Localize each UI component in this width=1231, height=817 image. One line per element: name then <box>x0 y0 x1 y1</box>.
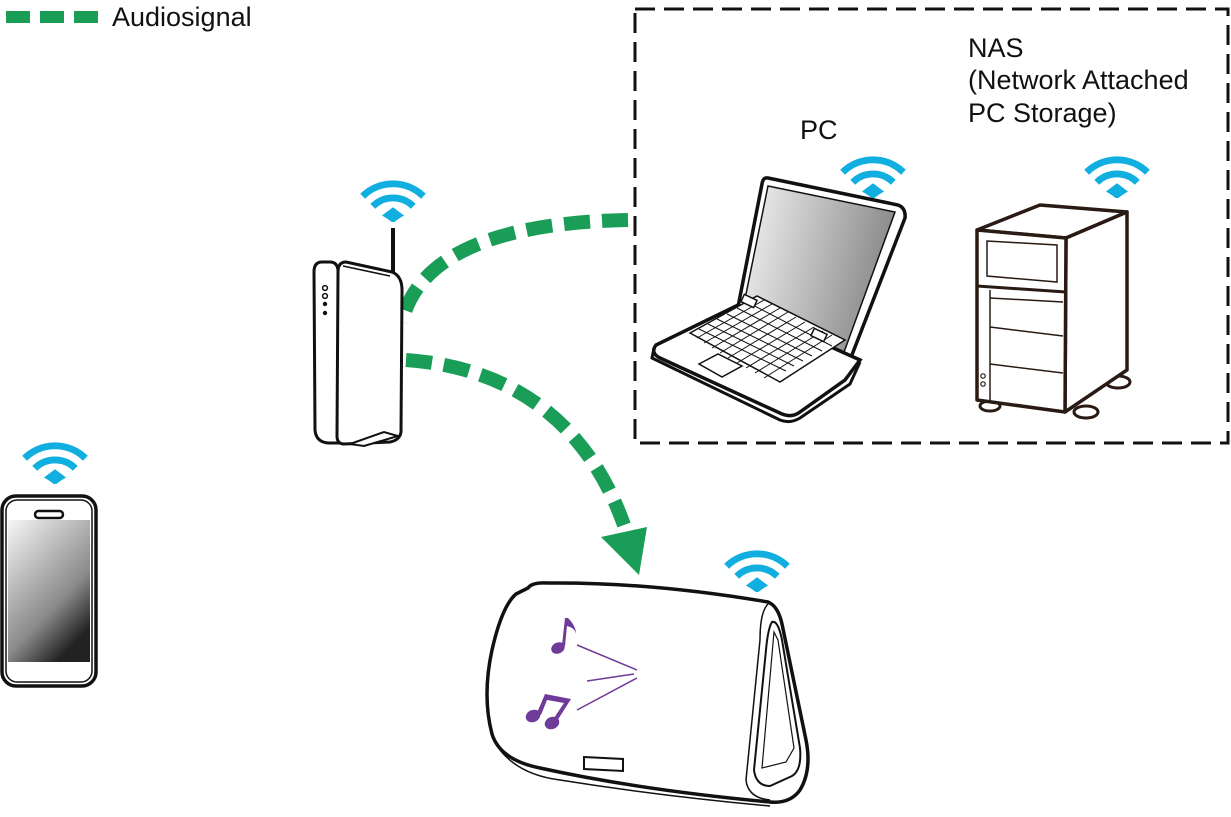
router-led <box>322 301 328 307</box>
wifi-icon <box>727 554 788 593</box>
legend-dashed-line-swatch <box>6 11 98 23</box>
router-led <box>321 284 329 292</box>
sound-lines <box>576 644 638 711</box>
wireless-router-icon <box>312 184 424 448</box>
legend-label-audiosignal: Audiosignal <box>112 1 252 32</box>
legend-dash <box>6 11 30 23</box>
audio-signal-path-pc-router <box>395 213 629 324</box>
laptop-icon <box>650 160 907 424</box>
audio-signal-path-router-speaker <box>405 353 631 528</box>
nas-label-line3: PC Storage) <box>968 98 1117 128</box>
audio-signal-arrowhead <box>601 527 647 575</box>
legend: Audiosignal <box>0 0 252 34</box>
router-led <box>322 310 328 316</box>
wifi-icon <box>1087 160 1148 199</box>
router-led <box>321 292 329 300</box>
wifi-icon <box>843 160 904 199</box>
smartphone-icon <box>0 446 98 688</box>
wifi-icon <box>363 184 424 223</box>
wifi-icon <box>25 446 86 485</box>
pc-label: PC <box>800 115 838 145</box>
music-notes-icon <box>525 618 576 730</box>
legend-dash <box>74 11 98 23</box>
legend-dash <box>40 11 64 23</box>
nas-label-line1: NAS <box>968 33 1024 63</box>
media-sources-group-box <box>633 7 1230 445</box>
wireless-speaker-icon <box>485 554 810 807</box>
nas-label-line2: (Network Attached <box>968 65 1189 95</box>
nas-server-icon <box>975 160 1148 420</box>
